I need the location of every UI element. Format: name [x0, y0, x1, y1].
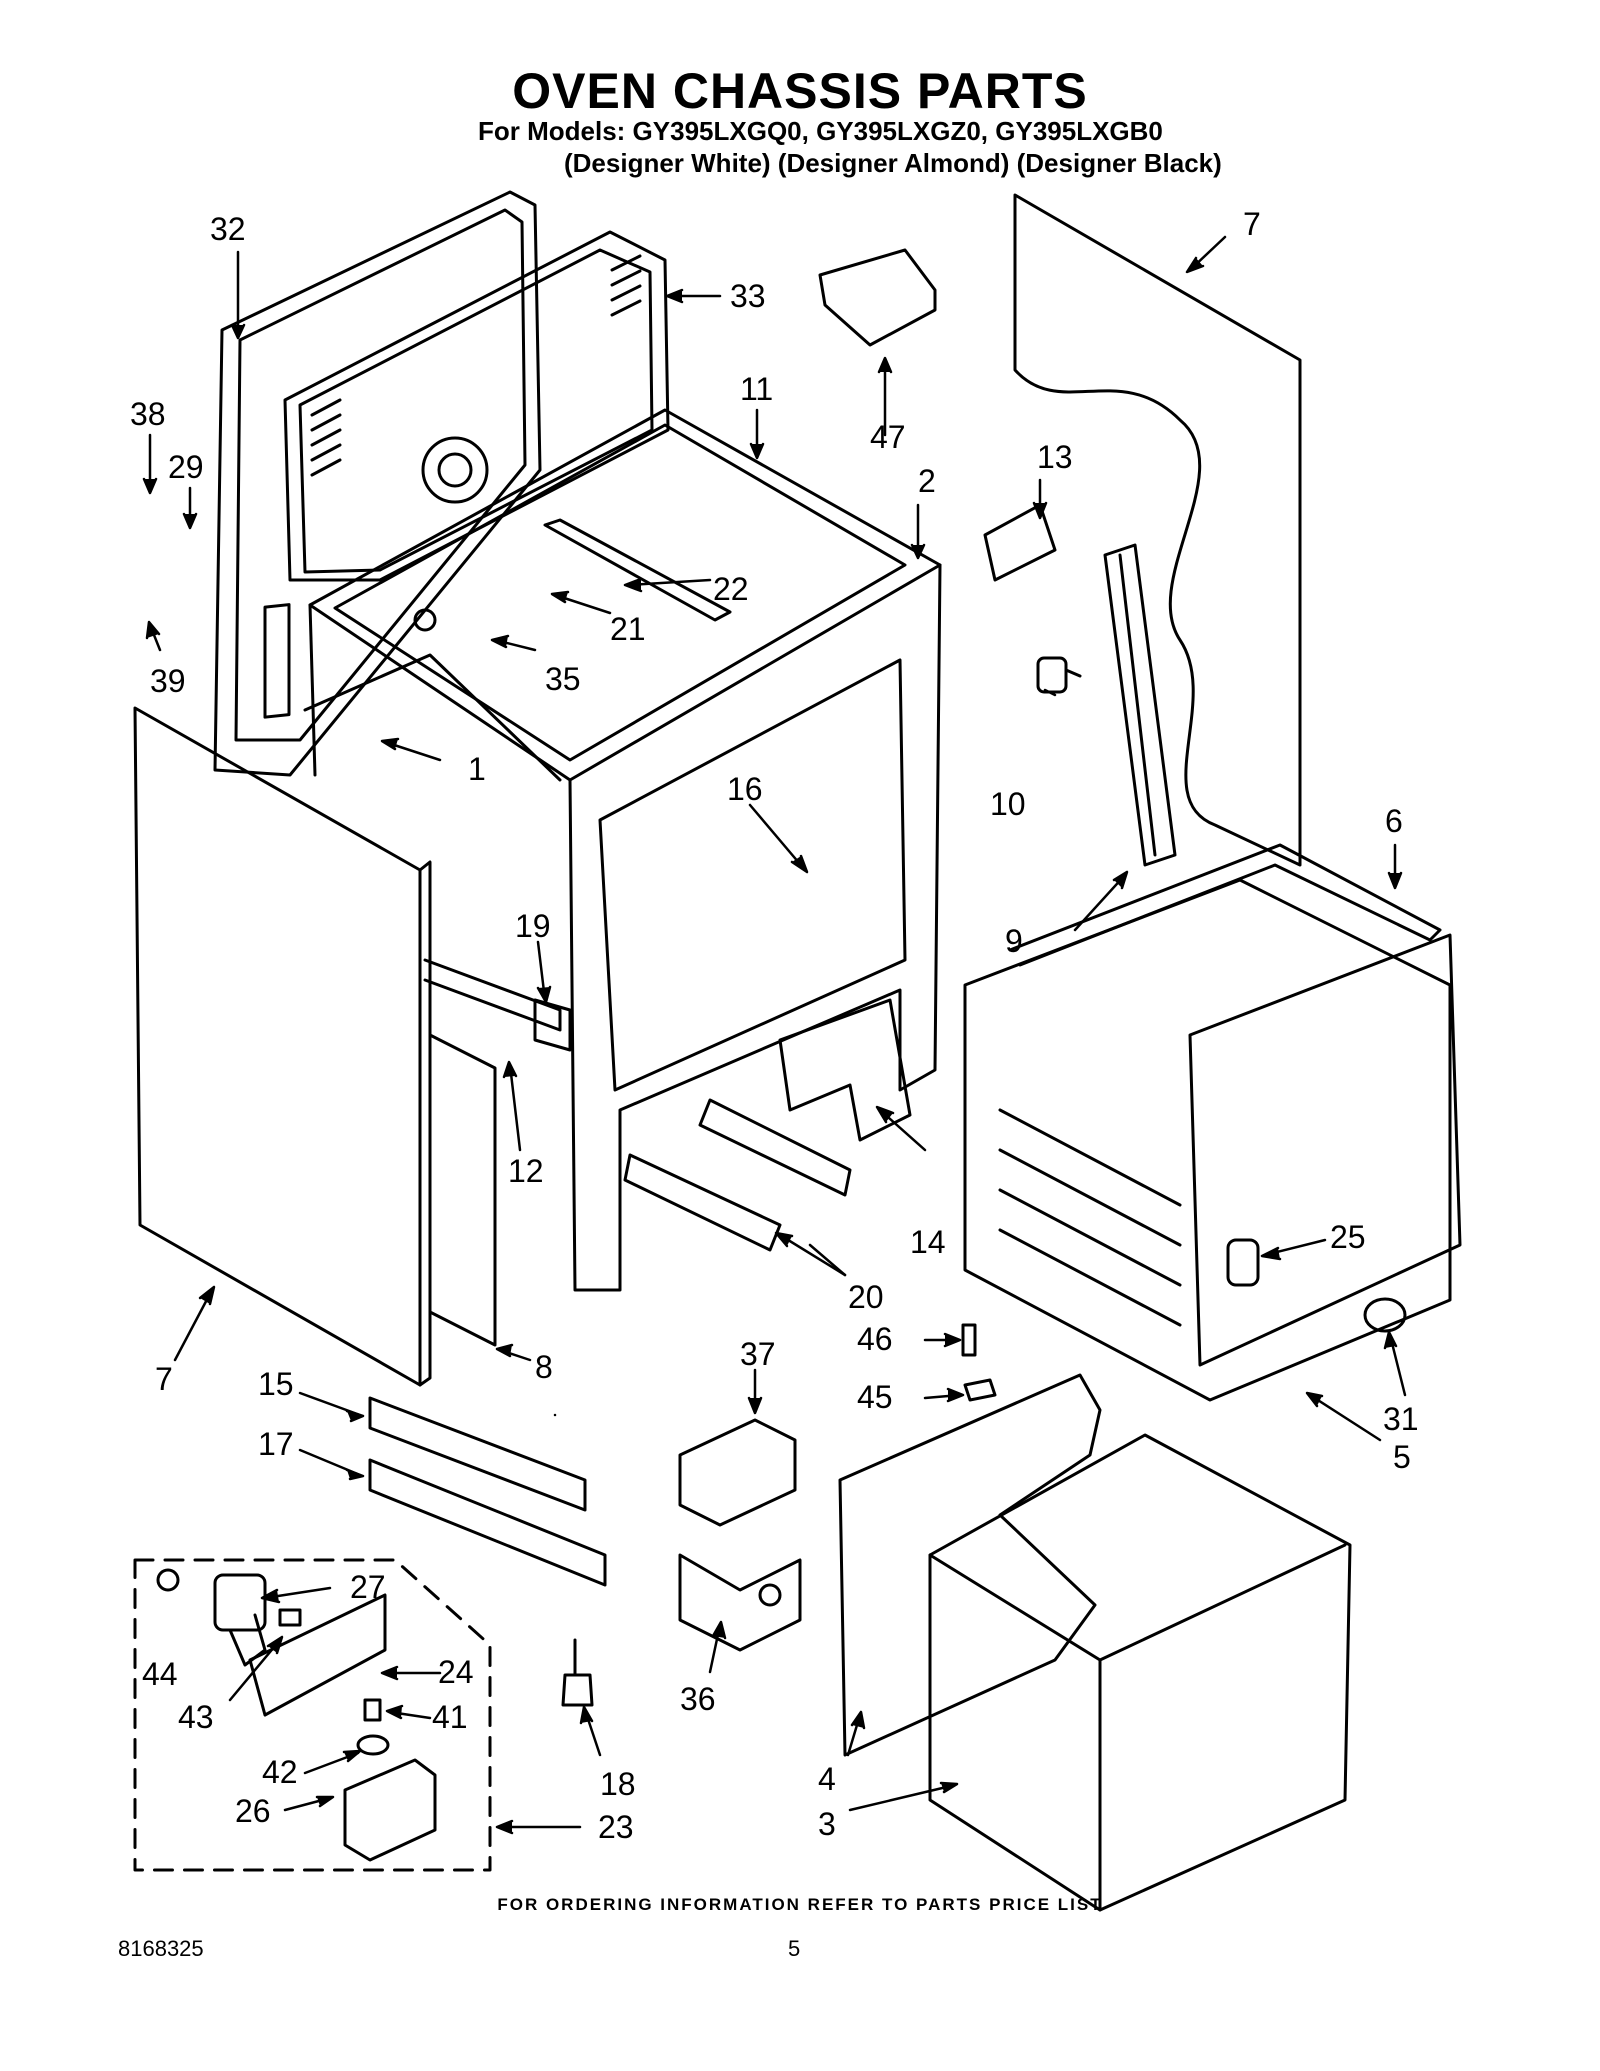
callout-42: 42: [262, 1754, 298, 1790]
small-brackets: [818, 248, 1057, 582]
kit-23-group: [133, 1558, 492, 1872]
horizontal-rails: [368, 1396, 607, 1587]
bracket-box: [678, 1418, 802, 1652]
callout-4: 4: [818, 1761, 836, 1797]
callout-39: 39: [150, 663, 186, 699]
callout-16: 16: [727, 771, 763, 807]
callout-1: 1: [468, 751, 486, 787]
models-line: For Models: GY395LXGQ0, GY395LXGZ0, GY39…: [478, 116, 1163, 146]
callout-38: 38: [130, 396, 166, 432]
callout-41: 41: [432, 1699, 468, 1735]
callout-15: 15: [258, 1366, 294, 1402]
callout-7-side: 7: [155, 1361, 173, 1397]
callout-18: 18: [600, 1766, 636, 1802]
colors-line: (Designer White) (Designer Almond) (Desi…: [564, 148, 1222, 178]
internal-braces: [423, 958, 572, 1347]
callout-25: 25: [1330, 1219, 1366, 1255]
callout-47: 47: [870, 419, 906, 455]
callout-43: 43: [178, 1699, 214, 1735]
callout-33: 33: [730, 278, 766, 314]
rear-frame-panels: [213, 190, 670, 777]
callout-3: 3: [818, 1806, 836, 1842]
insulation-blankets: [838, 1373, 1352, 1912]
callout-7-rear: 7: [1243, 206, 1261, 242]
callout-11: 11: [740, 371, 773, 407]
callout-29: 29: [168, 449, 204, 485]
callout-2: 2: [918, 463, 936, 499]
page-title: OVEN CHASSIS PARTS: [512, 63, 1088, 119]
leveling-leg: [561, 1638, 594, 1707]
rear-panel-right: [1013, 193, 1302, 867]
document-number: 8168325: [118, 1936, 204, 1961]
callout-21: 21: [610, 611, 646, 647]
callout-numbers: 1 2 3 4 5 6 7 7 8 9 10 11 12 13 14 15 16…: [130, 206, 1419, 1845]
callout-45: 45: [857, 1379, 893, 1415]
callout-23: 23: [598, 1809, 634, 1845]
callout-17: 17: [258, 1426, 294, 1462]
callout-13: 13: [1037, 439, 1073, 475]
callout-10: 10: [990, 786, 1026, 822]
callout-9: 9: [1005, 923, 1023, 959]
callout-36: 36: [680, 1681, 716, 1717]
callout-26: 26: [235, 1793, 271, 1829]
callout-27: 27: [350, 1569, 386, 1605]
callout-14: 14: [910, 1224, 946, 1260]
screw-and-clip: [961, 1323, 997, 1402]
callout-6: 6: [1385, 803, 1403, 839]
page-number: 5: [788, 1936, 801, 1961]
callout-22: 22: [713, 571, 749, 607]
callout-20: 20: [848, 1279, 884, 1315]
main-chassis-frame: [303, 408, 942, 1292]
callout-5: 5: [1393, 1439, 1411, 1475]
callout-46: 46: [857, 1321, 893, 1357]
callout-24: 24: [438, 1654, 474, 1690]
oven-cavity: [963, 843, 1462, 1402]
callout-12: 12: [508, 1153, 544, 1189]
switch-part: [1036, 656, 1082, 694]
callout-35: 35: [545, 661, 581, 697]
leader-lines: [142, 235, 1407, 1835]
side-panel-left: [133, 706, 432, 1387]
callout-44: 44: [142, 1656, 178, 1692]
ordering-note: FOR ORDERING INFORMATION REFER TO PARTS …: [497, 1895, 1103, 1914]
callout-8: 8: [535, 1349, 553, 1385]
callout-32: 32: [210, 211, 246, 247]
callout-31: 31: [1383, 1401, 1419, 1437]
lower-brackets: [623, 998, 912, 1252]
vertical-brace: [1103, 543, 1177, 867]
callout-19: 19: [515, 908, 551, 944]
callout-37: 37: [740, 1336, 776, 1372]
